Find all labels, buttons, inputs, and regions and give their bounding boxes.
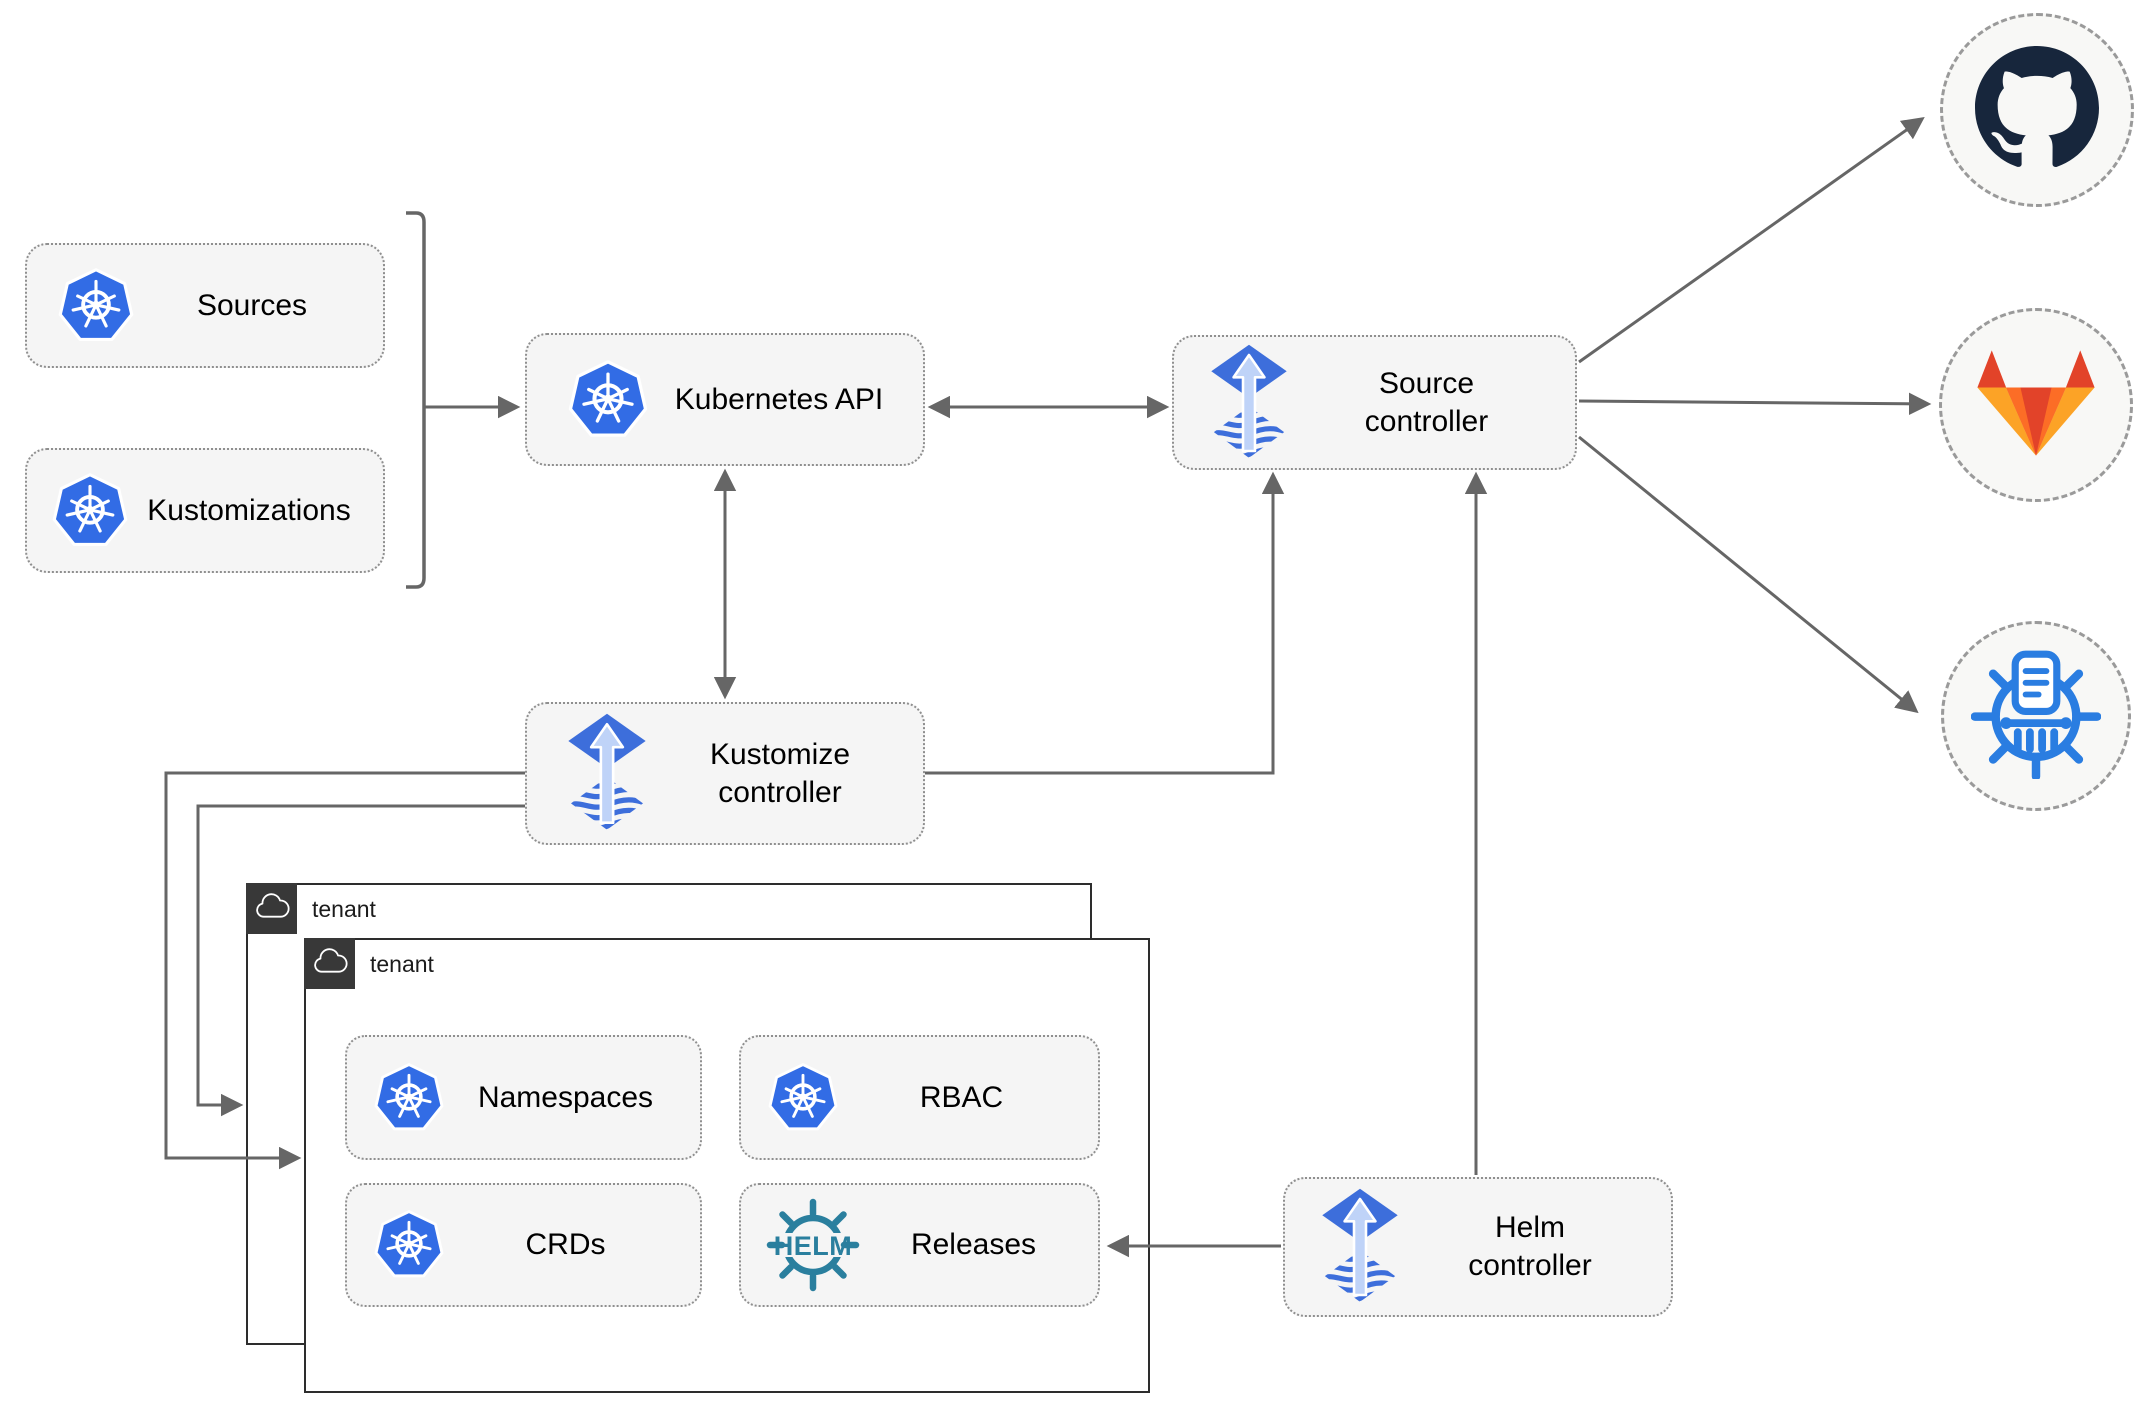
helm-repository-endpoint [1941, 621, 2131, 811]
kubernetes-icon [567, 360, 649, 440]
kubernetes-icon [57, 267, 135, 344]
node-sources: Sources [25, 243, 385, 368]
tenant-tab [304, 938, 355, 989]
helm-icon: HELM [763, 1195, 863, 1295]
node-source-controller: Source controller [1172, 335, 1577, 470]
node-label: RBAC [919, 1080, 1004, 1114]
node-crds: CRDs [345, 1183, 702, 1307]
kubernetes-icon [767, 1062, 839, 1133]
node-kubernetes-api: Kubernetes API [525, 333, 925, 466]
node-releases: HELM Releases [739, 1183, 1100, 1307]
gitlab-endpoint [1939, 308, 2133, 502]
flux-icon [1206, 343, 1292, 463]
kubernetes-icon [373, 1210, 445, 1280]
node-helm-controller: Helm controller [1283, 1177, 1673, 1317]
tenant-label: tenant [312, 896, 376, 922]
cloud-icon [312, 947, 348, 980]
bracket-sources-group [406, 211, 426, 589]
tenant-box-front: tenant [304, 938, 1150, 1393]
node-kustomize-controller: Kustomize controller [525, 702, 925, 845]
arrow-source-to-gitlab [1578, 392, 1932, 416]
tenant-label: tenant [370, 951, 434, 977]
flux-icon [563, 712, 651, 835]
node-label: Kustomizations [147, 493, 351, 527]
node-label: Source controller [1364, 366, 1489, 438]
github-icon [1975, 45, 2099, 175]
node-label: Helm controller [1468, 1211, 1592, 1282]
kubernetes-icon [373, 1062, 445, 1133]
gitlab-icon [1976, 348, 2096, 463]
node-label: Namespaces [477, 1080, 654, 1114]
node-label: Releases [910, 1228, 1037, 1261]
kubernetes-icon [51, 472, 129, 549]
flux-icon [1317, 1187, 1403, 1307]
tenant-tab [246, 883, 297, 934]
arrow-source-to-github [1578, 117, 1925, 364]
node-label: Sources [196, 288, 308, 322]
node-label: Kustomize controller [709, 737, 851, 809]
node-label: Kubernetes API [674, 382, 884, 416]
helm-wheel-text: HELM [774, 1231, 853, 1261]
node-rbac: RBAC [739, 1035, 1100, 1160]
node-label: CRDs [525, 1228, 606, 1261]
node-kustomizations: Kustomizations [25, 448, 385, 573]
cloud-icon [254, 892, 290, 925]
node-namespaces: Namespaces [345, 1035, 702, 1160]
arrow-source-to-repository [1578, 435, 1919, 714]
github-endpoint [1940, 13, 2134, 207]
arrow-kustomize-to-source [925, 471, 1285, 775]
helm-repository-icon [1971, 649, 2101, 784]
